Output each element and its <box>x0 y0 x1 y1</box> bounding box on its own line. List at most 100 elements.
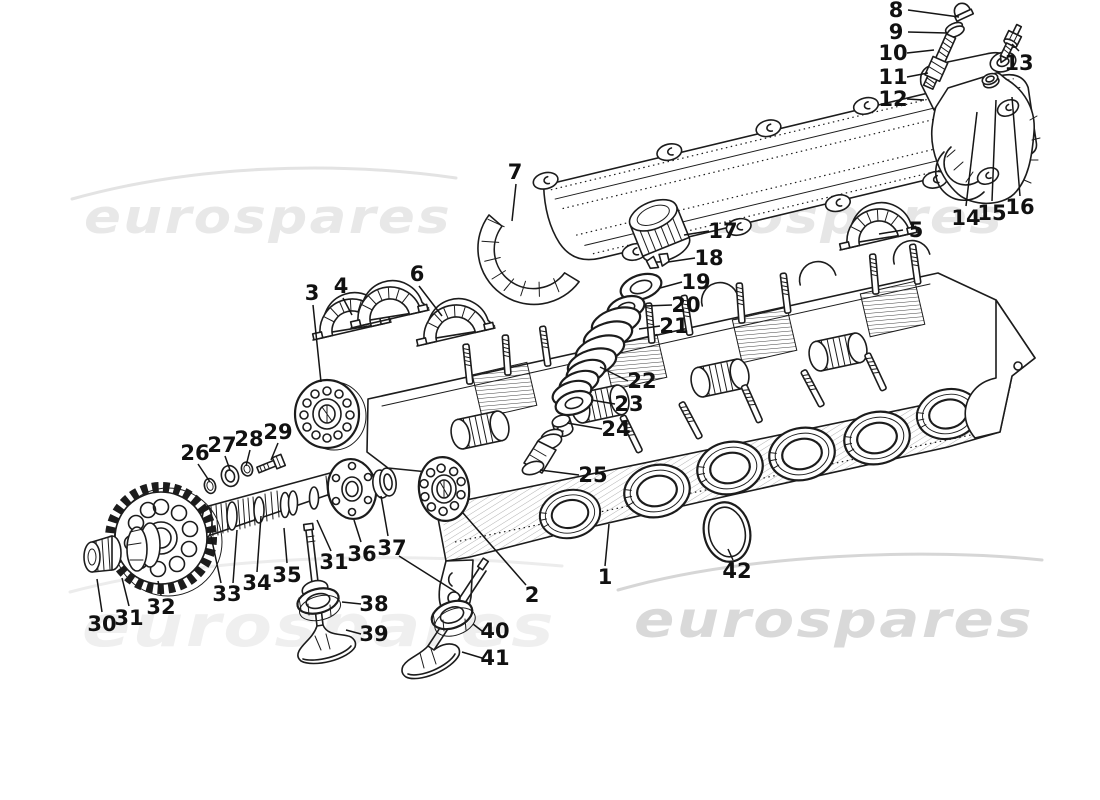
part-callout-25: 25 <box>539 463 608 487</box>
part-callout-28: 28 <box>234 427 264 467</box>
part-number-label: 14 <box>951 206 980 230</box>
part-callout-16: 16 <box>1005 96 1035 219</box>
part-number-label: 35 <box>272 563 301 587</box>
cam-rear-flange <box>326 458 378 520</box>
part-number-label: 34 <box>242 571 271 595</box>
part-number-label: 3 <box>305 281 320 305</box>
part-number-label: 23 <box>614 392 643 416</box>
part-callout-5: 5 <box>878 218 924 242</box>
watermark-swoosh-top-left <box>70 166 458 201</box>
eurospares-watermark-bottom-right: eurospares <box>634 591 1034 649</box>
part-number-label: 32 <box>146 595 175 619</box>
washers-and-bolt <box>203 453 287 495</box>
part-callout-38: 38 <box>341 592 389 616</box>
part-number-label: 38 <box>359 592 388 616</box>
part-number-label: 22 <box>627 369 656 393</box>
part-callout-34: 34 <box>242 515 272 595</box>
cam-seal-ring <box>372 467 397 499</box>
part-number-label: 10 <box>878 41 907 65</box>
part-number-label: 18 <box>694 246 723 270</box>
shaft-ring <box>308 486 320 510</box>
part-callout-42: 42 <box>722 548 752 583</box>
part-callout-4: 4 <box>334 274 353 316</box>
part-number-label: 12 <box>878 87 907 111</box>
valve-left <box>296 522 357 665</box>
part-callout-24: 24 <box>566 417 631 441</box>
part-callout-13: 13 <box>1004 43 1034 75</box>
part-callout-10: 10 <box>878 41 935 65</box>
valve-spring-stack <box>521 252 670 476</box>
part-number-label: 37 <box>377 536 406 560</box>
part-number-label: 20 <box>671 293 700 317</box>
o-ring <box>702 501 752 563</box>
part-number-label: 39 <box>359 622 388 646</box>
part-callout-32: 32 <box>146 580 176 619</box>
cam-front-flange <box>293 378 367 451</box>
part-number-label: 40 <box>480 619 509 643</box>
part-callout-40: 40 <box>472 619 510 643</box>
part-number-label: 26 <box>180 441 209 465</box>
rocker-bracket <box>919 51 1041 205</box>
eurospares-watermark-top-left: eurospares <box>84 190 452 245</box>
part-number-label: 41 <box>480 646 509 670</box>
part-number-label: 29 <box>263 420 292 444</box>
part-number-label: 15 <box>977 201 1006 225</box>
part-callout-37: 37 <box>377 495 457 593</box>
part-number-label: 31 <box>319 550 348 574</box>
part-callout-2: 2 <box>462 512 539 607</box>
head-right-snout <box>964 299 1036 439</box>
part-number-label: 31 <box>114 606 143 630</box>
part-callout-30: 30 <box>87 578 117 636</box>
part-callout-27: 27 <box>207 433 237 471</box>
part-callout-21: 21 <box>638 314 689 338</box>
valve-guide-installed <box>521 428 564 476</box>
watermark-swoosh-bottom-right <box>616 552 1044 592</box>
part-callout-3: 3 <box>305 281 322 383</box>
part-callout-19: 19 <box>659 270 711 294</box>
camshaft-assembly <box>83 453 397 597</box>
part-callout-23: 23 <box>590 392 644 416</box>
part-callout-31: 31 <box>316 519 349 574</box>
part-number-label: 30 <box>87 612 116 636</box>
part-callout-8: 8 <box>889 0 960 22</box>
part-number-label: 17 <box>708 219 737 243</box>
part-callout-17: 17 <box>683 219 738 243</box>
part-number-label: 13 <box>1004 51 1033 75</box>
valve-guide-left <box>296 579 342 622</box>
part-callout-6: 6 <box>410 262 443 317</box>
part-callout-29: 29 <box>263 420 293 461</box>
part-callout-1: 1 <box>598 523 613 589</box>
part-callout-20: 20 <box>644 293 701 317</box>
part-number-label: 6 <box>410 262 425 286</box>
part-number-label: 4 <box>334 274 349 298</box>
part-callout-7: 7 <box>508 160 522 222</box>
part-number-label: 28 <box>234 427 263 451</box>
part-number-label: 25 <box>578 463 607 487</box>
part-callout-18: 18 <box>667 246 724 270</box>
part-callout-12: 12 <box>878 87 925 111</box>
part-callout-26: 26 <box>180 441 211 483</box>
head-front-flange <box>417 456 471 522</box>
part-number-label: 33 <box>212 582 241 606</box>
camshaft-nose <box>83 522 161 573</box>
part-number-label: 8 <box>889 0 904 22</box>
part-number-label: 19 <box>681 270 710 294</box>
part-callout-36: 36 <box>347 519 377 566</box>
chamber-hatch-blocks <box>471 280 926 419</box>
part-callout-39: 39 <box>345 622 389 646</box>
bucket-tappet <box>628 198 691 263</box>
part-number-label: 36 <box>347 542 376 566</box>
part-number-label: 16 <box>1005 195 1034 219</box>
part-number-label: 1 <box>598 565 613 589</box>
part-number-label: 27 <box>207 433 236 457</box>
part-number-label: 42 <box>722 559 751 583</box>
part-number-label: 5 <box>909 218 924 242</box>
part-callout-22: 22 <box>599 366 657 393</box>
part-callout-11: 11 <box>878 65 929 89</box>
part-number-label: 21 <box>659 314 688 338</box>
part-number-label: 24 <box>601 417 630 441</box>
part-callout-9: 9 <box>889 20 948 44</box>
